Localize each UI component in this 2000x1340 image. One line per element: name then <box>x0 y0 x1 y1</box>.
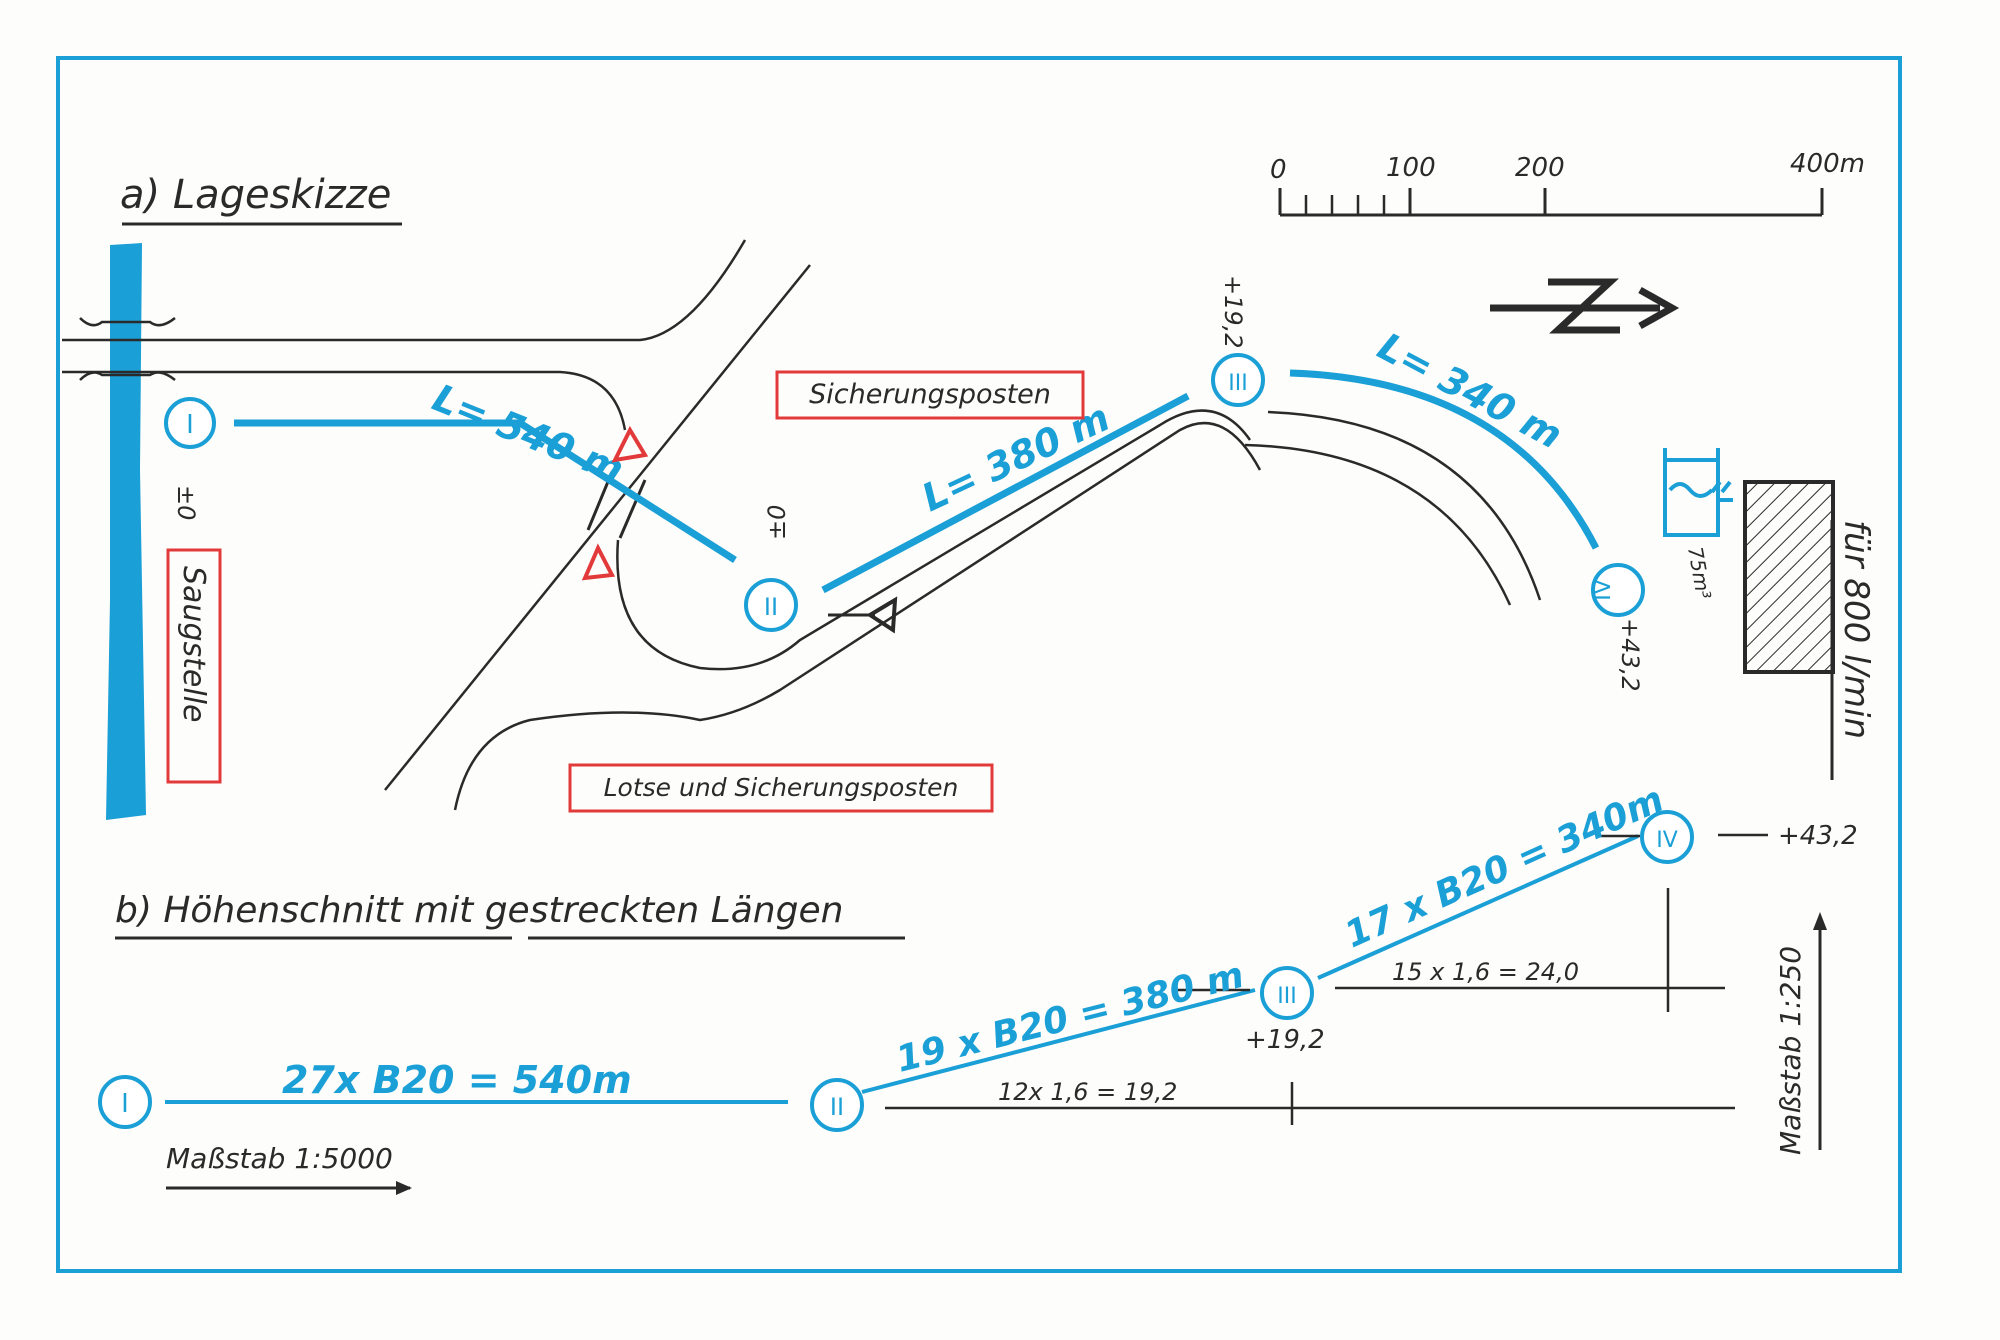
svg-text:III: III <box>1228 371 1247 396</box>
scale-tick-400: 400m <box>1790 149 1865 179</box>
warning-triangle-icon <box>581 543 616 581</box>
profile-node-1: I <box>98 1075 152 1129</box>
profile-hose-line <box>165 834 1639 1104</box>
tank-volume: 75m³ <box>1683 545 1716 601</box>
scale-tick-200: 200 <box>1515 153 1565 183</box>
horizontal-scale-label: Maßstab 1:5000 <box>166 1142 393 1175</box>
saugstelle-box: Saugstelle <box>166 548 222 784</box>
plan-length-380: L= 380 m <box>915 395 1116 520</box>
svg-text:I: I <box>186 410 194 440</box>
plan-length-540: L= 540 m <box>427 376 630 492</box>
north-arrow-icon <box>1490 278 1680 334</box>
vertical-scale-label: Maßstab 1:250 <box>1774 946 1807 1155</box>
plan-node-3: III <box>1211 353 1265 407</box>
profile-node-3: III <box>1260 966 1314 1020</box>
section-a-title: a) Lageskizze <box>120 172 391 218</box>
water-tank-icon <box>1663 448 1733 537</box>
profile-height-2: 15 x 1,6 = 24,0 <box>1392 958 1579 986</box>
svg-text:II: II <box>764 593 778 621</box>
consumer-label: für 800 l/min <box>1836 520 1876 739</box>
profile-reference-lines <box>885 833 1768 1125</box>
outer-frame <box>56 56 1902 1273</box>
profile-node-4: IV <box>1640 810 1694 864</box>
signpost-triangle-icon <box>828 596 898 634</box>
bridge <box>79 317 176 381</box>
profile-length-380: 19 x B20 = 380 m <box>892 955 1248 1081</box>
roads <box>62 239 1542 811</box>
svg-text:Saugstelle: Saugstelle <box>176 566 211 722</box>
svg-text:II: II <box>830 1093 844 1121</box>
horizontal-scale-arrow-icon <box>166 1181 412 1195</box>
profile-height-1: 12x 1,6 = 19,2 <box>998 1078 1177 1106</box>
profile-node-2: II <box>810 1078 864 1132</box>
profile-length-540: 27x B20 = 540m <box>282 1058 632 1102</box>
scale-tick-0: 0 <box>1270 155 1287 185</box>
scale-tick-100: 100 <box>1386 153 1436 183</box>
plan-node-2: II <box>744 578 798 632</box>
lotse-box: Lotse und Sicherungsposten <box>568 763 994 813</box>
vertical-scale-arrow-icon <box>1813 912 1827 1150</box>
plan-node-4: IV <box>1591 563 1645 617</box>
plan-elev-n1: ±0 <box>172 485 200 520</box>
profile-elev-n3: +19,2 <box>1245 1025 1325 1055</box>
svg-text:Sicherungsposten: Sicherungsposten <box>809 379 1051 410</box>
plan-elev-n3: +19,2 <box>1219 275 1247 349</box>
scale-bar: 0 100 200 400m <box>1270 149 1865 217</box>
plan-node-1: I <box>164 397 216 449</box>
plan-hose-line <box>234 369 1600 594</box>
warning-triangle-icon <box>611 425 649 463</box>
svg-text:I: I <box>121 1089 129 1119</box>
plan-elev-n2: ±0 <box>763 505 791 540</box>
svg-text:IV: IV <box>1591 579 1616 601</box>
river <box>106 243 146 820</box>
svg-text:IV: IV <box>1656 828 1678 853</box>
svg-text:III: III <box>1277 984 1296 1009</box>
profile-length-340: 17 x B20 = 340m <box>1339 779 1670 956</box>
section-b-title: b) Höhenschnitt mit gestreckten Längen <box>115 890 843 931</box>
profile-elev-n4: +43,2 <box>1778 821 1858 851</box>
sicherungsposten-box: Sicherungsposten <box>775 370 1085 420</box>
svg-text:Lotse und Sicherungsposten: Lotse und Sicherungsposten <box>604 773 959 802</box>
plan-elev-n4: +43,2 <box>1616 618 1644 692</box>
building <box>1743 480 1835 674</box>
